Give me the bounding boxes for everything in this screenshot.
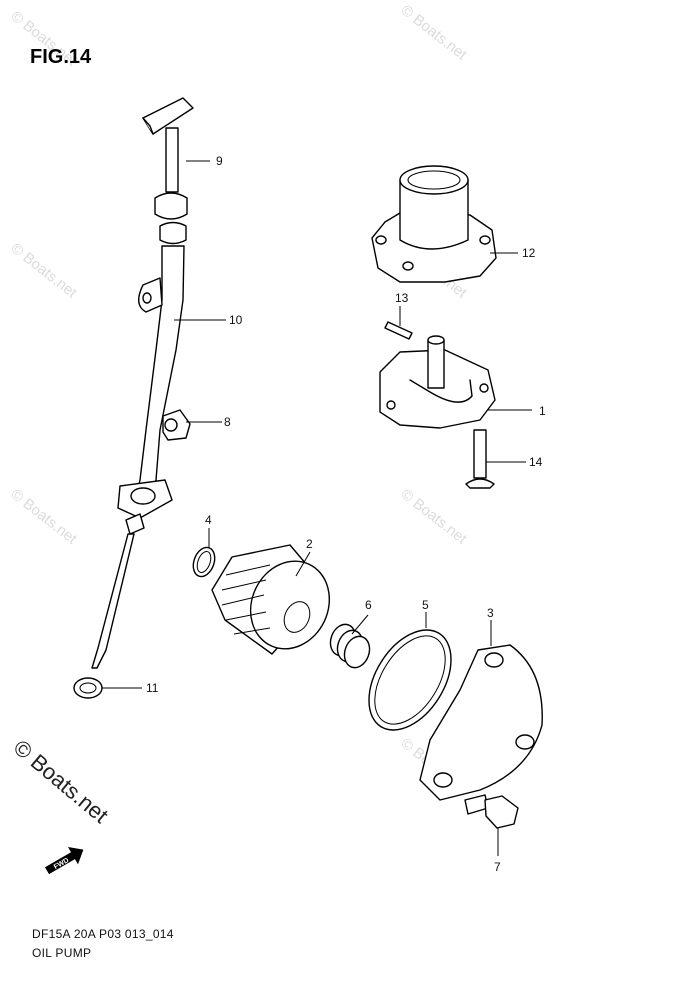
part-washer [73,677,103,699]
part-rotor-housing [371,165,497,283]
part-cover-bolt [464,794,519,829]
callout-5: 5 [422,598,429,612]
watermark: © Boats.net [8,240,81,302]
watermark: © Boats.net [8,486,81,548]
boats-net-watermark: © Boats.net [9,735,113,828]
callout-14: 14 [529,455,543,469]
callout-4: 4 [205,513,212,527]
callout-labels: 1 2 3 4 5 6 7 8 9 10 11 12 13 14 [146,154,546,874]
callout-3: 3 [487,606,494,620]
watermark: © Boats.net [398,2,471,64]
leader-lines [102,160,532,856]
figure-name: OIL PUMP [32,946,91,960]
part-o-ring-small [192,546,216,578]
callout-11: 11 [146,681,159,695]
callout-1: 1 [539,404,546,418]
callout-6: 6 [365,598,372,612]
callout-2: 2 [306,537,313,551]
callout-10: 10 [229,313,243,327]
part-pump-screw [465,429,495,489]
fwd-label: FWD [53,857,70,871]
part-pump-cover [419,644,543,801]
forward-arrow-icon: FWD [45,847,84,875]
figure-title: FIG.14 [30,46,92,68]
callout-8: 8 [224,415,231,429]
part-o-ring-large [368,629,452,731]
part-guide-bolt [162,409,191,441]
part-spring [329,623,371,669]
part-pin [384,321,413,340]
callout-13: 13 [395,291,409,305]
part-pump-body [379,335,496,429]
watermark: © Boats.net [398,486,471,548]
part-dipstick-guide [91,245,185,669]
callout-12: 12 [522,246,536,260]
figure-code: DF15A 20A P03 013_014 [32,927,174,941]
callout-9: 9 [216,154,223,168]
callout-7: 7 [494,860,501,874]
part-dipstick [142,97,194,245]
part-oil-filter [211,544,331,655]
